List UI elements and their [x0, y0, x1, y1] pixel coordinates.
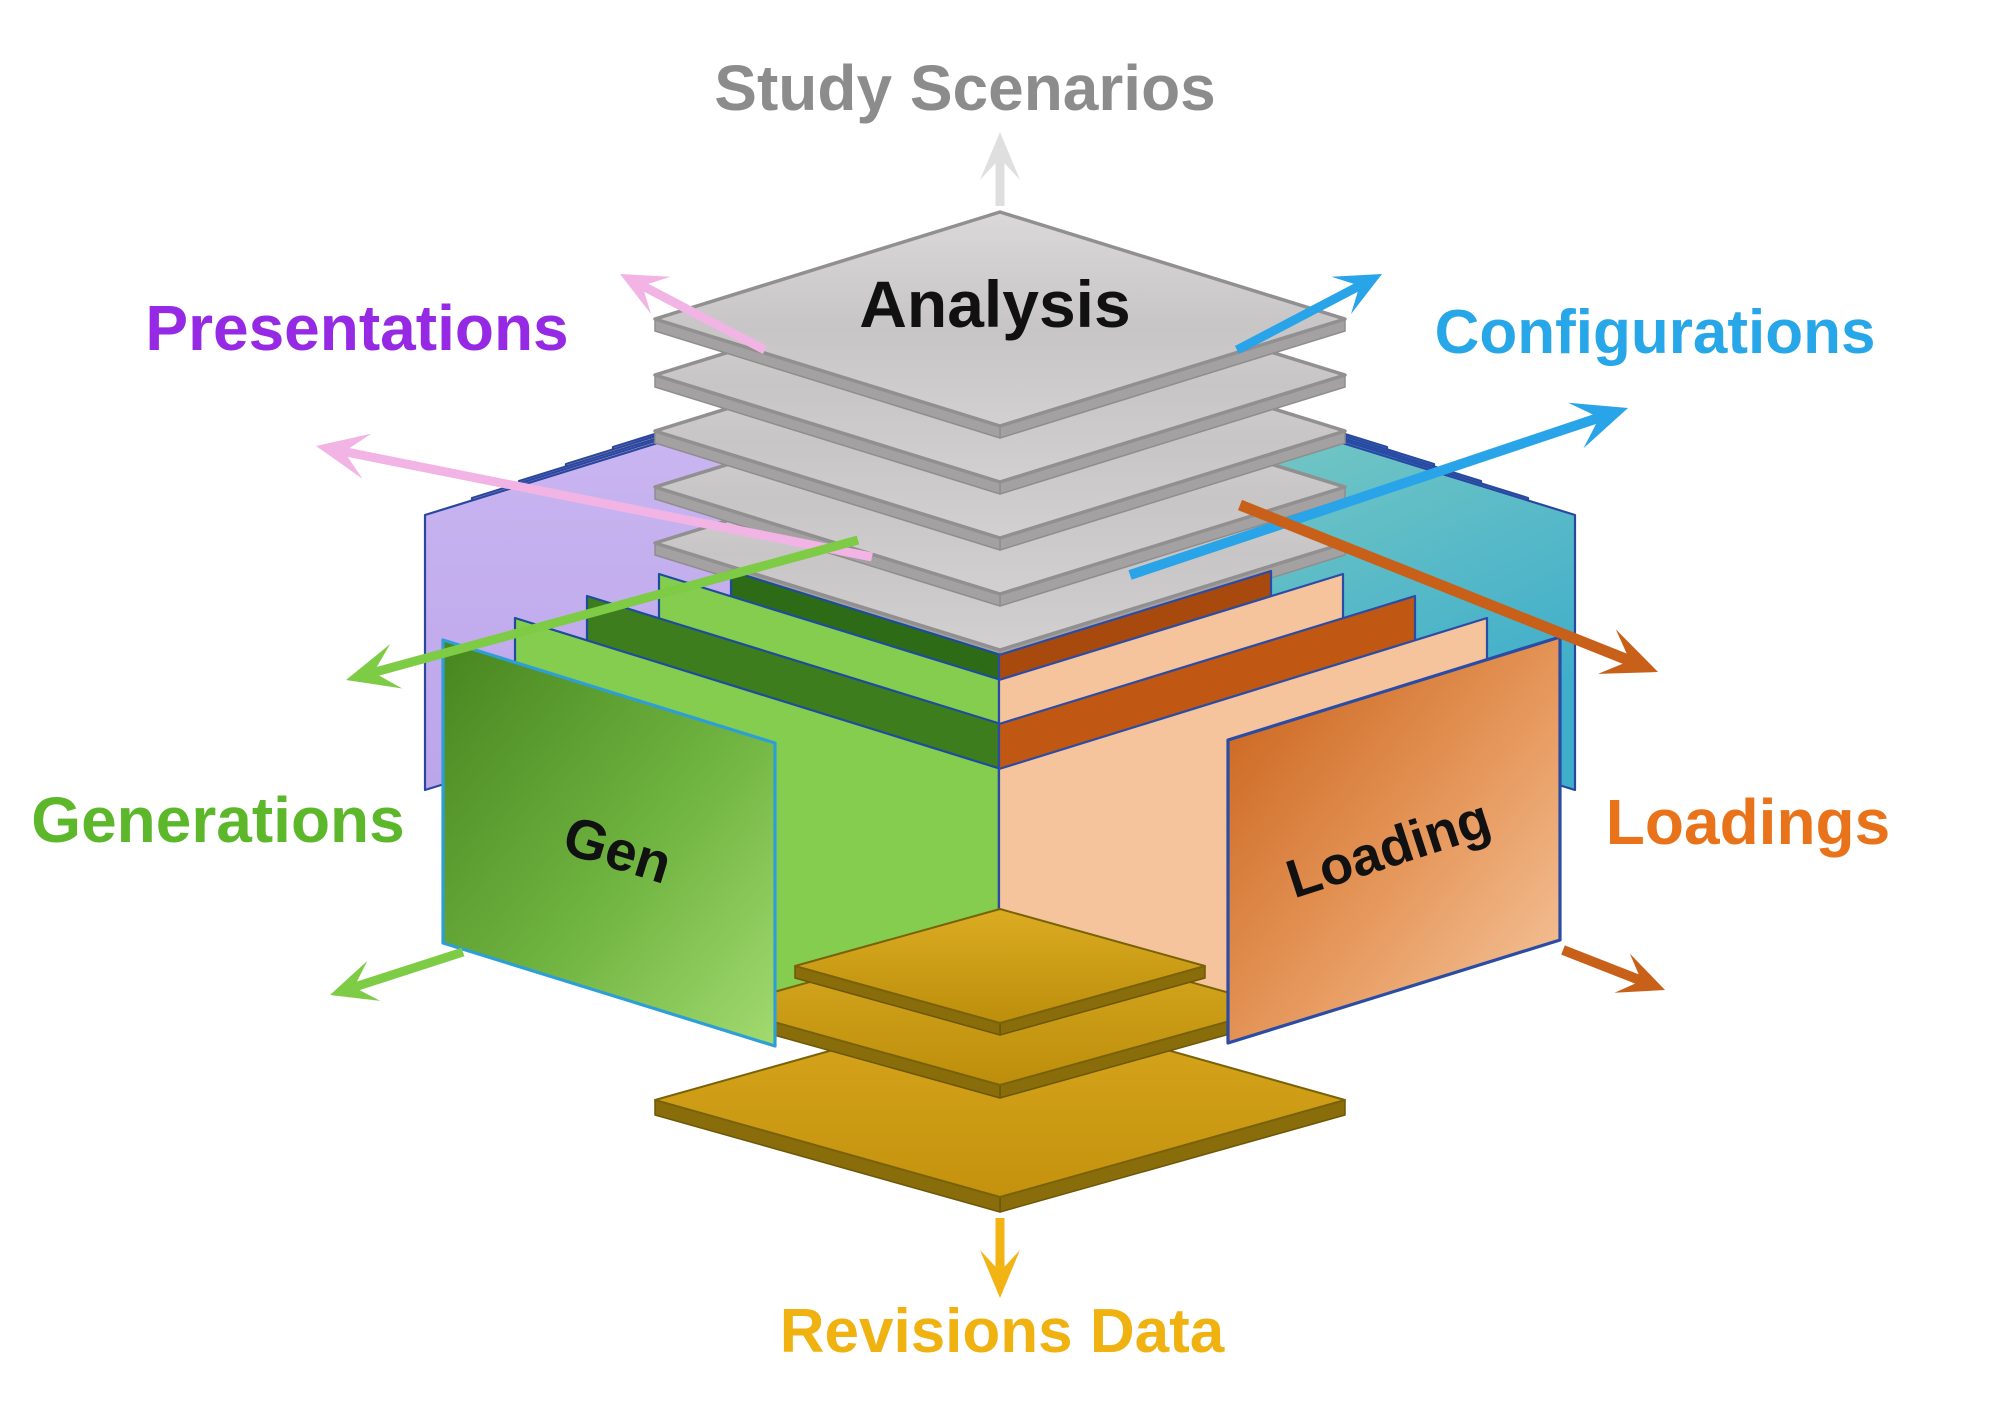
- loading-panel-face: [1226, 635, 1562, 1045]
- generations-arrow-head: [330, 960, 381, 1001]
- configurations-arrow-head: [1331, 274, 1382, 314]
- axis-arrows: [316, 132, 1665, 1298]
- configurations-arrow-shaft: [1234, 281, 1362, 354]
- analysis-layer-stack: [653, 210, 1347, 663]
- layer-top: [653, 210, 1347, 428]
- axis-label-configurations: Configurations: [1435, 298, 1876, 367]
- generations-arrow-shaft: [372, 535, 860, 677]
- loading-front-panel: Loading: [1226, 635, 1562, 1045]
- revisions-layer-stack: [654, 908, 1346, 1213]
- gen-front-panel: Gen: [441, 638, 777, 1048]
- loadings-arrow-head: [1614, 953, 1665, 993]
- axis-label-study-scenarios: Study Scenarios: [714, 52, 1216, 124]
- gen-panel-face: [441, 638, 777, 1048]
- loadings-arrow-head: [1598, 629, 1658, 674]
- analysis-label: Analysis: [859, 267, 1130, 341]
- presentations-arrow-head: [620, 274, 671, 314]
- axis-label-loadings: Loadings: [1606, 786, 1890, 858]
- revisions-layer: [654, 1002, 1346, 1213]
- layer-top: [654, 1002, 1346, 1198]
- generations-arrow-head: [346, 644, 403, 689]
- axis-label-generations: Generations: [31, 784, 404, 856]
- axis-label-presentations: Presentations: [145, 292, 568, 364]
- revisions-layer: [794, 908, 1206, 1036]
- axis-label-revisions-data: Revisions Data: [780, 1297, 1225, 1366]
- configurations-arrow-head: [1568, 402, 1628, 449]
- analysis-layer-top: [653, 210, 1347, 439]
- presentations-arrow-head: [316, 433, 372, 479]
- presentations-arrow-shaft: [343, 447, 873, 562]
- loadings-arrow-shaft: [1237, 499, 1632, 666]
- presentations-arrow-shaft: [640, 281, 768, 354]
- study-scenarios-arrow-head: [980, 132, 1020, 180]
- loadings-arrow-shaft: [1561, 945, 1644, 986]
- configurations-arrow-shaft: [1128, 412, 1601, 580]
- revisions-data-arrow-head: [980, 1250, 1020, 1298]
- generations-arrow-shaft: [352, 947, 465, 992]
- layer-top: [794, 908, 1206, 1024]
